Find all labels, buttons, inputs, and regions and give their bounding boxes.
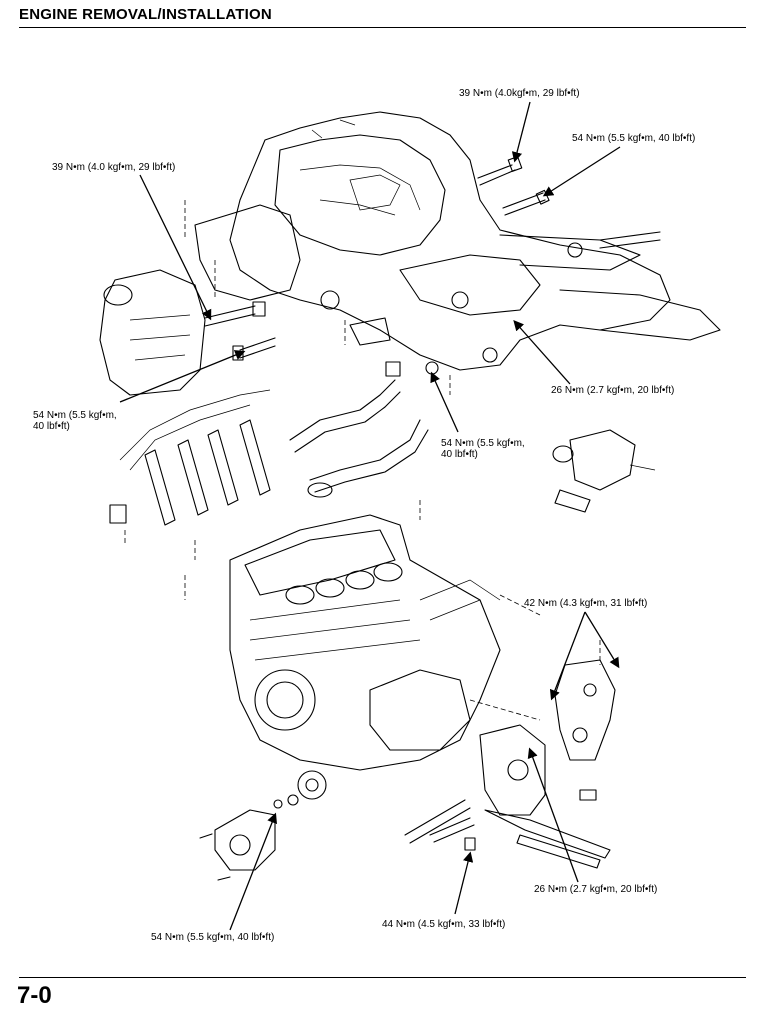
callout-left-mount-bolt: 54 N•m (5.5 kgf•m, 40 lbf•ft): [33, 410, 117, 432]
callout-rear-lower-nut: 26 N•m (2.7 kgf•m, 20 lbf•ft): [534, 884, 658, 895]
page-title: ENGINE REMOVAL/INSTALLATION: [19, 6, 272, 23]
callout-center-mount-bolt: 54 N•m (5.5 kgf•m, 40 lbf•ft): [441, 438, 525, 460]
drive-sprocket: [273, 770, 327, 809]
callout-rear-upper-nut: 26 N•m (2.7 kgf•m, 20 lbf•ft): [551, 385, 675, 396]
left-bolts: [204, 301, 276, 361]
callout-frame-right-bolt: 54 N•m (5.5 kgf•m, 40 lbf•ft): [572, 133, 696, 144]
callout-frame-top-bolt: 39 N•m (4.0kgf•m, 29 lbf•ft): [459, 88, 580, 99]
coolant-hoses: [289, 361, 429, 498]
callout-sprocket-cover-bolt: 54 N•m (5.5 kgf•m, 40 lbf•ft): [151, 932, 275, 943]
ignition-coils: [109, 389, 271, 526]
thermostat-housing: [552, 429, 656, 513]
coolant-reservoir: [99, 269, 206, 396]
header-rule: [19, 27, 746, 28]
sprocket-cover: [199, 809, 276, 881]
assembly-guides: [124, 200, 601, 721]
page-number: 7-0: [17, 982, 52, 1009]
callout-lower-pivot-bolt: 44 N•m (4.5 kgf•m, 33 lbf•ft): [382, 919, 506, 930]
frame-illustration: [194, 111, 721, 375]
rear-engine-bracket: [479, 659, 616, 816]
callout-bracket-nuts: 42 N•m (4.3 kgf•m, 31 lbf•ft): [524, 598, 648, 609]
callout-frame-left-bolt: 39 N•m (4.0 kgf•m, 29 lbf•ft): [52, 162, 176, 173]
footer-rule: [19, 977, 746, 978]
lower-linkage: [404, 789, 611, 869]
engine-block: [229, 514, 501, 771]
callout-leaders: [119, 101, 621, 931]
